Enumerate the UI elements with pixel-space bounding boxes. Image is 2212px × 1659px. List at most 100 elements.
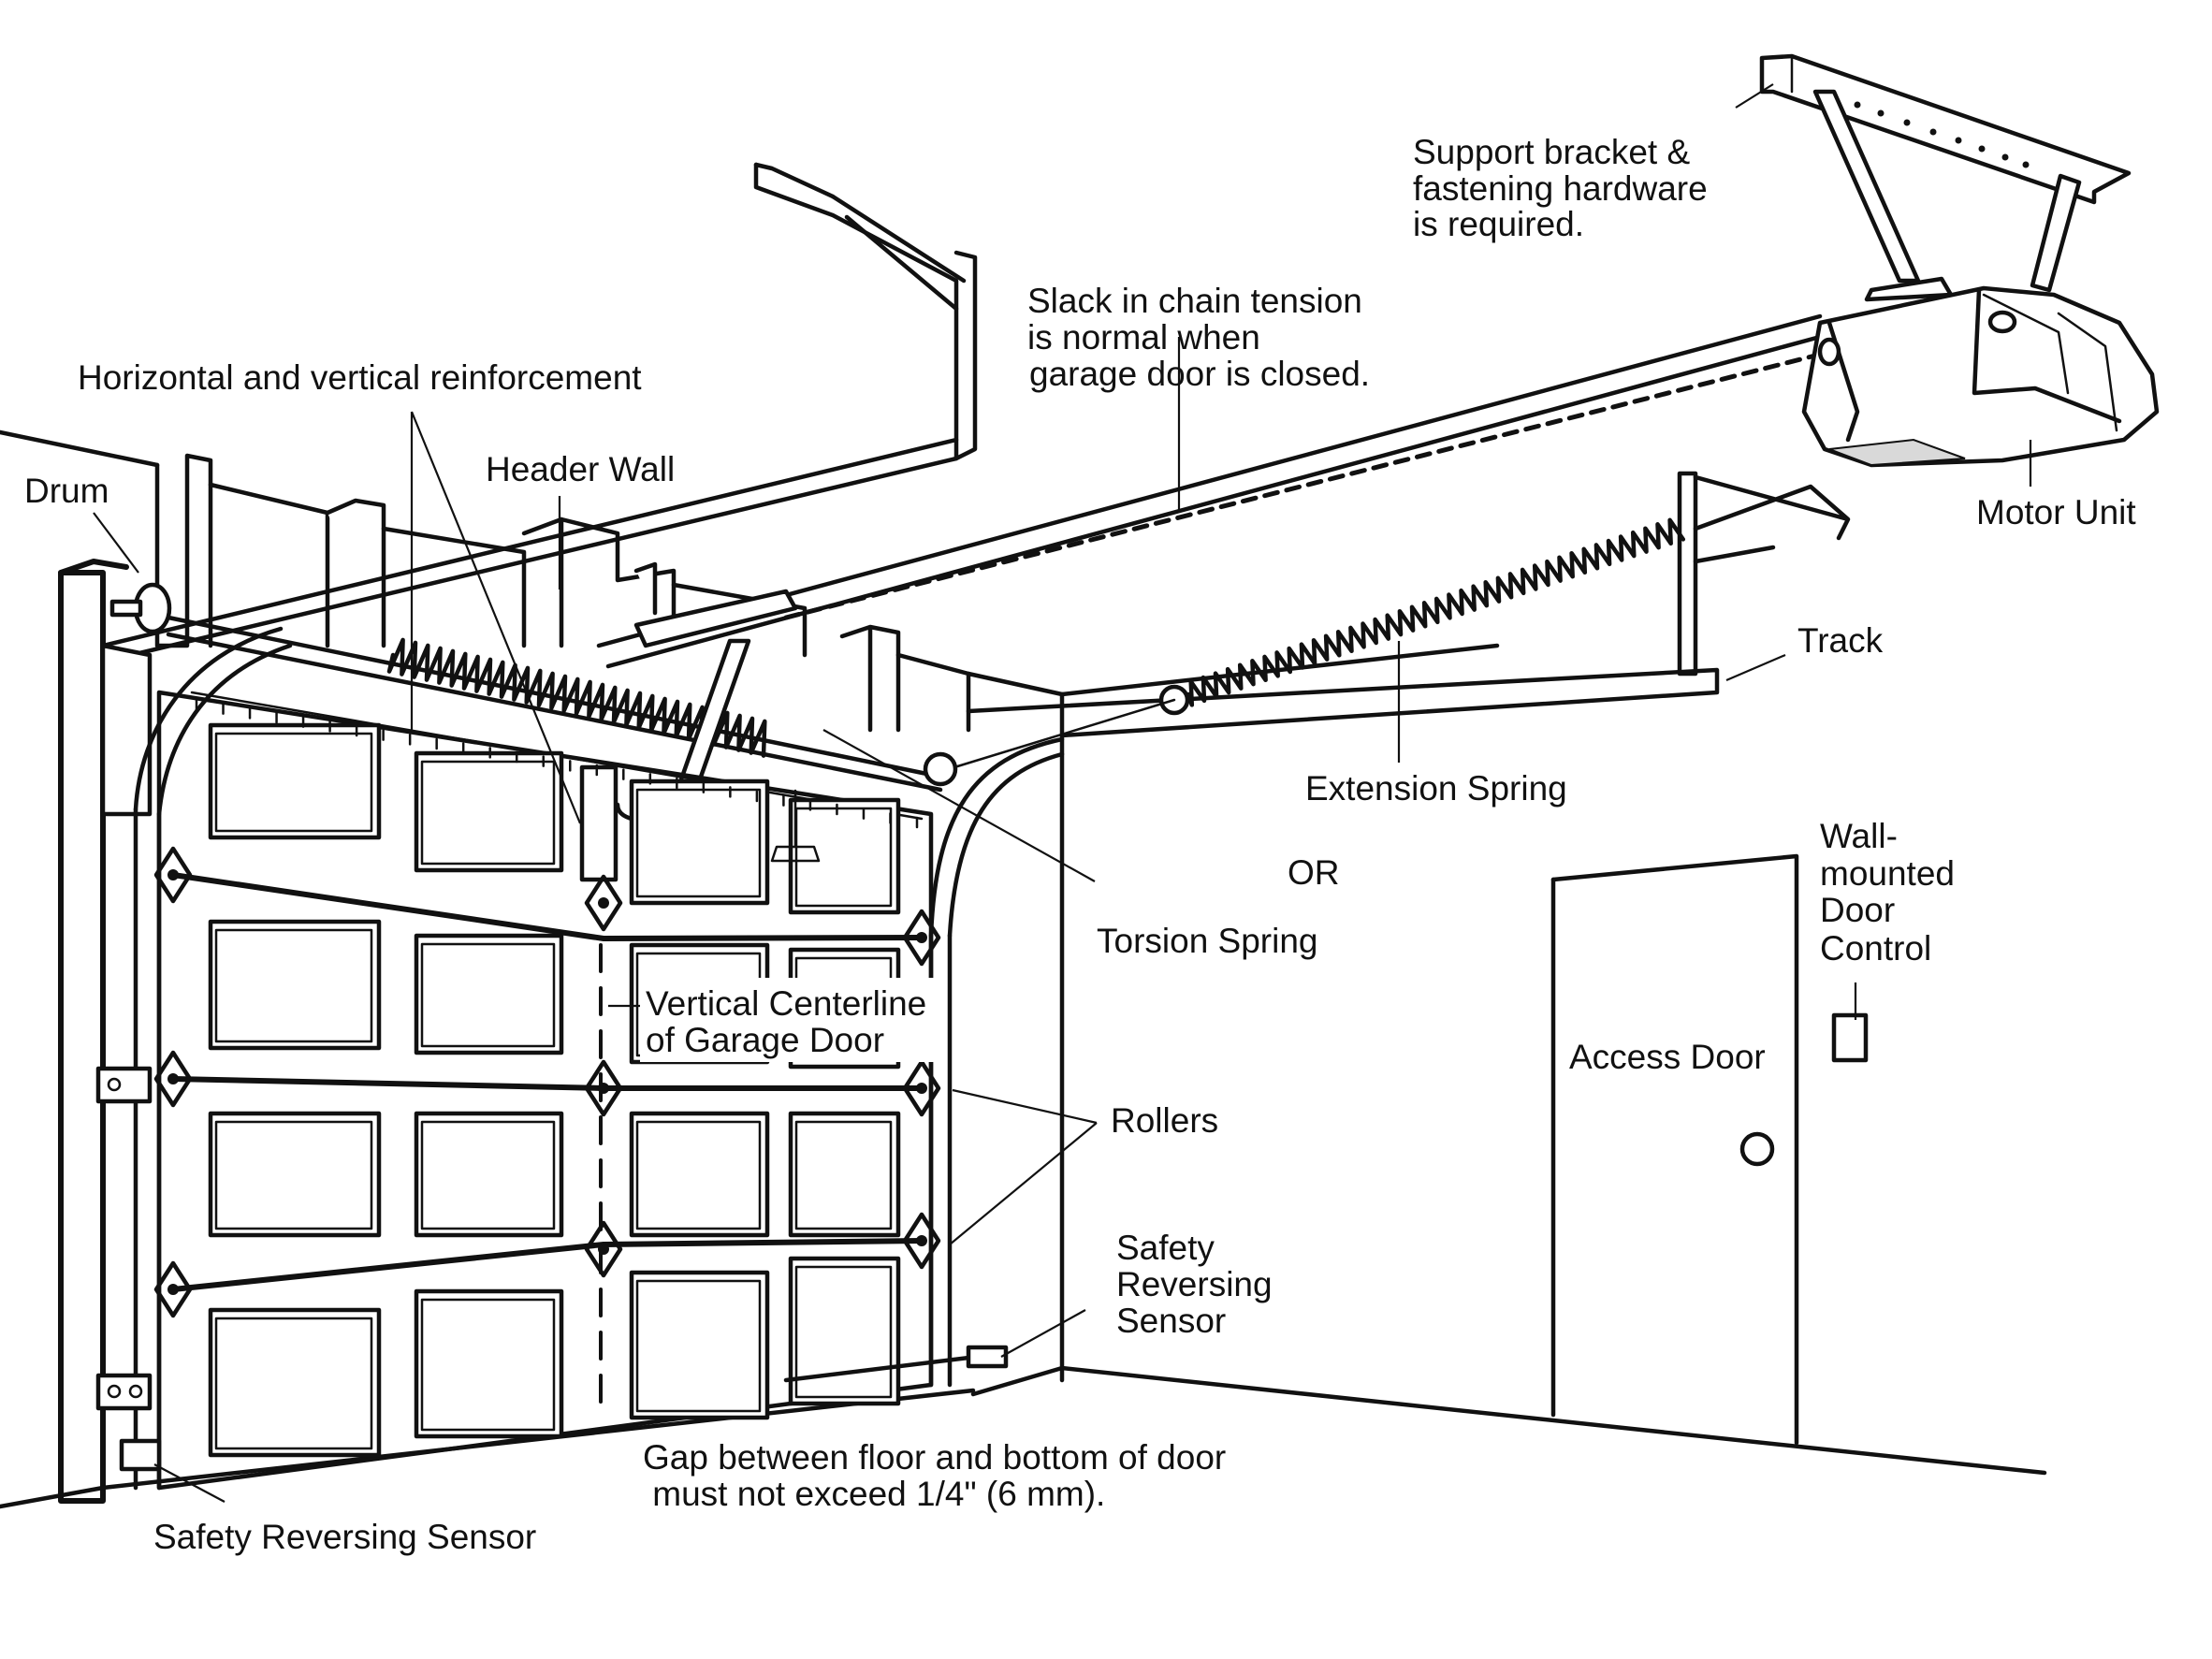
section-joint-2 [170,1076,924,1091]
torsion-shaft-lower [166,632,943,793]
ceiling-bracket-brace [830,194,967,312]
ceiling-bracket-arm [753,162,978,461]
left-jamb-top [58,559,129,575]
curved-track-left-inner [156,643,293,817]
label-reinforcement: Horizontal and vertical reinforcement [78,358,642,397]
header-block-2 [325,498,386,648]
curved-track-right-inner [947,751,1065,939]
left-wall-top-edge [0,429,160,468]
wall-door-control[interactable] [1831,1012,1869,1063]
motor-vent-left [1817,337,1841,367]
door-panel-inset [214,928,373,1043]
leader-lines [93,83,2032,1503]
door-panel [208,1111,382,1238]
hinge-bolt [167,1073,179,1084]
label-torsion-spring: Torsion Spring [1097,922,1318,960]
door-panel [414,1288,564,1439]
access-door [1550,853,1799,1446]
hanger-strap-right [2030,173,2082,293]
floor-line-right [970,1365,2047,1476]
label-wall-control: Wall- mounted Door Control [1820,817,1964,968]
label-slack-chain: Slack in chain tension is normal when ga… [1027,282,1372,393]
door-panel [629,779,770,906]
label-or: OR [1288,853,1340,892]
motor-unit-assembly [1759,53,2160,468]
door-panel [788,1111,901,1238]
label-extension-spring: Extension Spring [1305,769,1567,808]
safety-sensor-right-unit [966,1345,1009,1369]
hinge-roller [584,1220,623,1278]
safety-sensor-left-unit [119,1438,162,1472]
leader-track [1725,653,1786,682]
ceiling-bracket [753,162,978,461]
door-outline [156,690,934,1491]
label-motor-unit: Motor Unit [1976,493,2136,531]
centerline-label-bg [640,978,944,1062]
motor-cover-line [1972,287,2122,424]
section-joint-1 [170,872,924,941]
leader-support-bracket [1735,83,1774,109]
hinge-roller [153,846,193,904]
door-panel [414,933,564,1055]
extension-spring [953,517,1686,769]
opener-rail [596,313,1823,669]
top-diagonal-beam-lower [105,456,959,663]
door-panel [788,797,901,915]
hinge-roller [902,909,941,967]
motor-light-lens [1828,438,1966,467]
hinge-bolt [916,1235,927,1246]
door-panel-inset [794,1265,893,1399]
header-block-4 [559,517,677,639]
label-safety-sensor-right: Safety Reversing Sensor [1116,1229,1282,1340]
door-panel-inset [420,1120,556,1230]
door-panel [414,750,564,873]
header-post-6 [839,624,901,733]
extension-cable [953,698,1176,769]
header-wall-mid [381,526,527,648]
label-access-door: Access Door [1569,1038,1766,1076]
hinge-bolt [916,1083,927,1094]
track-hanger-brace [1693,474,1851,541]
ceiling-bracket-top [753,162,836,199]
motor-housing [1801,285,2160,468]
door-panel [788,1256,901,1406]
label-gap-note: Gap between floor and bottom of door mus… [643,1438,1236,1513]
door-panel [629,1111,770,1238]
door-panel-inset [635,1279,762,1413]
floor-line-left [0,1388,976,1509]
support-angle-iron [1759,53,2132,205]
door-panel-inset [420,760,556,866]
door-bracket [579,764,618,882]
door-panel-inset [635,1120,762,1230]
leader-safety-sensor-right [1000,1309,1086,1358]
leader-rollers [949,1088,1098,1245]
drive-chain [783,353,1818,620]
label-drum: Drum [24,472,109,510]
drum-shaft [109,599,143,618]
door-panel-inset [214,1317,373,1450]
hinge-roller [153,1260,193,1318]
curved-track-left-outer [133,626,284,812]
header-wall-right [671,582,808,658]
leader-torsion-spring [822,729,1096,882]
left-jamb-brackets [95,1066,162,1472]
label-track: Track [1797,621,1884,660]
track-hanger-arm [1693,545,1776,564]
extension-spring-coil [1186,517,1686,707]
door-panel [208,722,382,840]
label-centerline: Vertical Centerline of Garage Door [646,984,937,1059]
hinge-bolt [598,897,609,909]
door-panel [208,1307,382,1458]
track-hanger-post [1677,471,1698,677]
header-block-5 [633,561,658,616]
horizontal-track-right [966,667,1720,738]
trolley [633,589,798,648]
door-panel [629,1270,770,1420]
hinge-roller [584,874,623,932]
garage-door [153,690,995,1491]
door-panel [208,919,382,1051]
support-holes [1854,101,2030,168]
curved-track-right-outer [928,736,1065,939]
rail-upper-edge [596,313,1823,648]
